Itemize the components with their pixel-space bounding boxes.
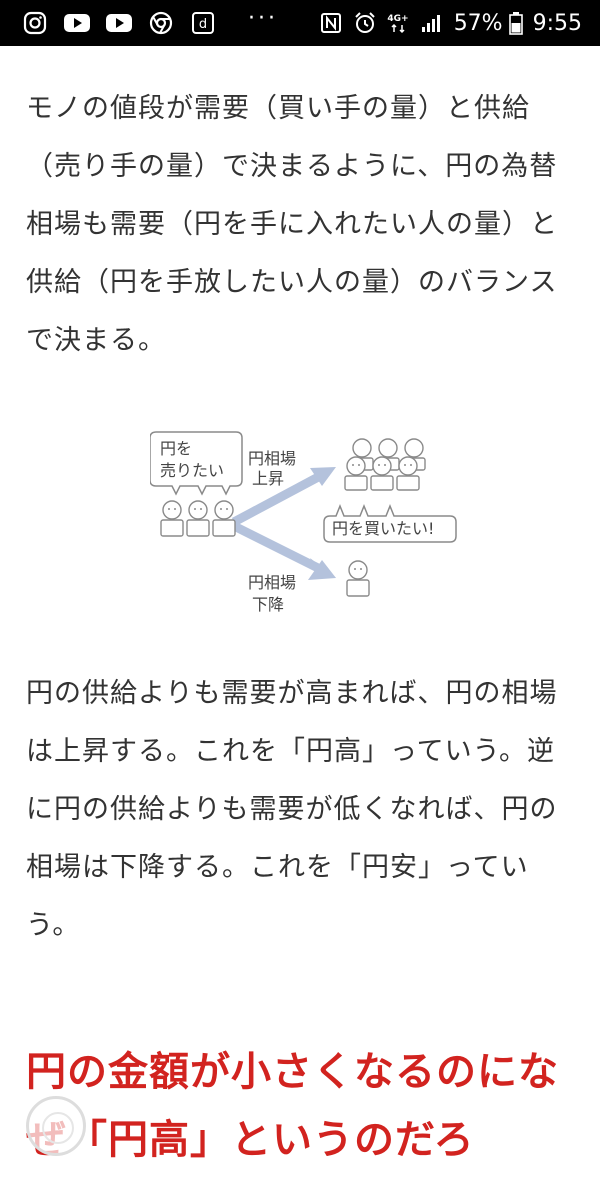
battery-icon [508,10,523,36]
sell-bubble-text-2: 売りたい [160,461,224,480]
svg-text:4G+: 4G+ [387,14,408,24]
battery-percent: 57% [453,10,503,36]
floating-button-ring-icon [42,1112,74,1144]
svg-text:d: d [199,17,207,32]
floating-home-button[interactable] [26,1096,86,1156]
buy-speech-bubble: 円を買いたい! [323,503,457,543]
status-bar: d ··· 4G+ 57% 9:55 [0,0,600,46]
youtube-icon [64,10,90,36]
rate-up-label-1: 円相場 [248,449,296,468]
sell-speech-bubble: 円を 売りたい [149,431,243,496]
seller-faces [168,508,228,510]
youtube-icon [106,10,132,36]
status-bar-right: 4G+ 57% 9:55 [318,0,582,46]
arrow-down-icon [231,521,336,580]
sellers-group [160,500,236,537]
buyer-faces [352,464,412,466]
single-buyer [346,560,370,597]
network-badge: 4G+ [386,10,410,36]
more-notifications-icon: ··· [248,5,278,31]
section-heading: 円の金額が小さくなるのになぜ「円高」というのだろ [26,1049,559,1163]
sell-bubble-text-1: 円を [160,439,192,458]
chrome-icon [148,10,174,36]
d-app-icon: d [190,10,216,36]
clock: 9:55 [532,10,582,36]
alarm-icon [352,10,378,36]
article-paragraph: 円の供給よりも需要が高まれば、円の相場は上昇する。これを「円高」っていう。逆に円… [26,678,558,941]
status-bar-left: d ··· [22,0,278,46]
rate-down-label-1: 円相場 [248,573,296,592]
signal-icon [418,10,444,36]
arrow-up-icon [231,467,336,526]
instagram-icon [22,10,48,36]
rate-down-label-2: 下降 [252,595,284,614]
rate-up-label-2: 上昇 [252,469,284,488]
nfc-icon [318,10,344,36]
article-paragraph: モノの値段が需要（買い手の量）と供給（売り手の量）で決まるように、円の為替相場も… [26,93,558,356]
exchange-rate-diagram: 円を 売りたい 円相場 上昇 円相場 下降 [149,430,460,630]
buyers-group [344,438,426,491]
single-buyer-face [354,568,362,570]
buy-bubble-text: 円を買いたい! [332,519,434,538]
